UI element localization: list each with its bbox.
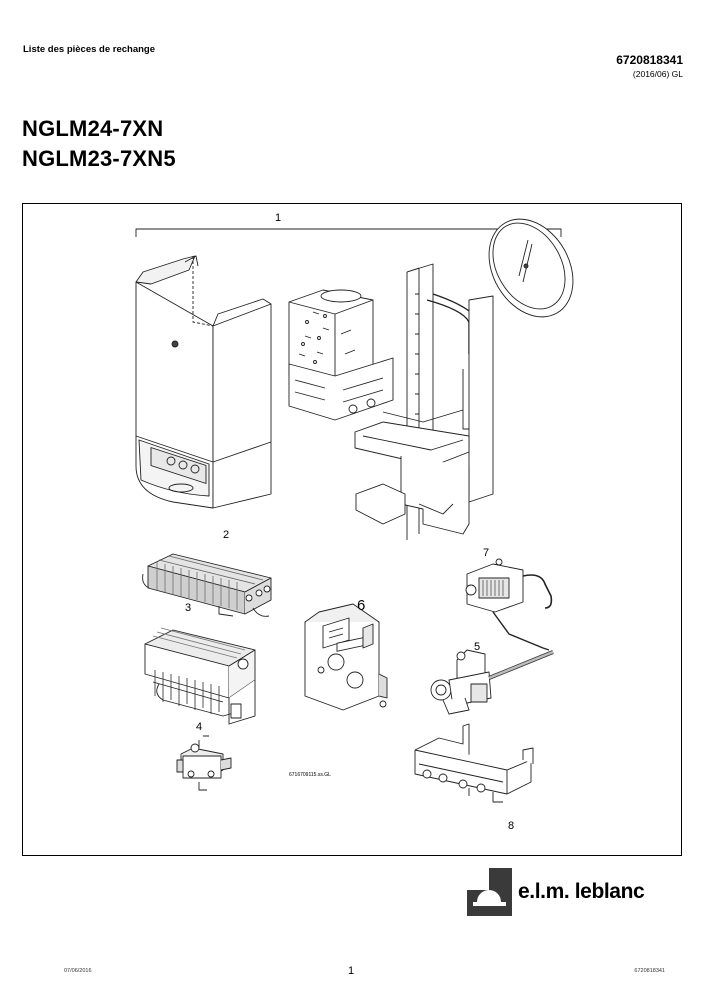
footer-reference: 6720818341 (634, 968, 665, 974)
page-number: 1 (348, 965, 355, 977)
document-date: (2016/06) GL (632, 69, 683, 79)
heat-exchanger-illustration (142, 553, 272, 617)
control-box-illustration (304, 603, 388, 711)
callout-2: 2 (223, 529, 229, 541)
document-number: 6720818341 (616, 53, 683, 67)
model-title: NGLM23-7XN5 (22, 146, 176, 171)
brand-name: e.l.m. leblanc (518, 880, 645, 903)
model-title: NGLM24-7XN (22, 116, 164, 141)
gas-valve-illustration (176, 735, 232, 791)
group-bracket (135, 228, 562, 237)
document-type: Liste des pièces de rechange (23, 44, 156, 55)
frame-assembly-illustration (288, 263, 494, 540)
hydraulic-block-illustration (414, 723, 534, 803)
brand-mark-icon (467, 868, 512, 916)
boiler-casing-illustration (135, 255, 272, 509)
exploded-view-diagram: 1 2 3 4 5 6 7 8 6716709115.ss.GL (135, 212, 574, 832)
exploded-view-frame: 1 2 3 4 5 6 7 8 6716709115.ss.GL (22, 203, 682, 856)
footer-date: 07/06/2016 (64, 968, 92, 974)
valve-probe-illustration (430, 649, 554, 715)
pump-block-illustration (465, 558, 553, 651)
callout-7: 7 (483, 547, 489, 559)
callout-4: 4 (196, 721, 202, 733)
callout-5: 5 (474, 641, 480, 653)
burner-illustration (144, 627, 256, 725)
callout-8: 8 (508, 820, 514, 832)
brand-mark (467, 868, 512, 916)
figure-reference: 6716709115.ss.GL (289, 772, 331, 778)
expansion-vessel-illustration (488, 218, 574, 318)
callout-1: 1 (275, 212, 281, 224)
callout-6: 6 (357, 597, 365, 614)
callout-3: 3 (185, 602, 191, 614)
brand-logo: e.l.m. leblanc (467, 868, 657, 916)
